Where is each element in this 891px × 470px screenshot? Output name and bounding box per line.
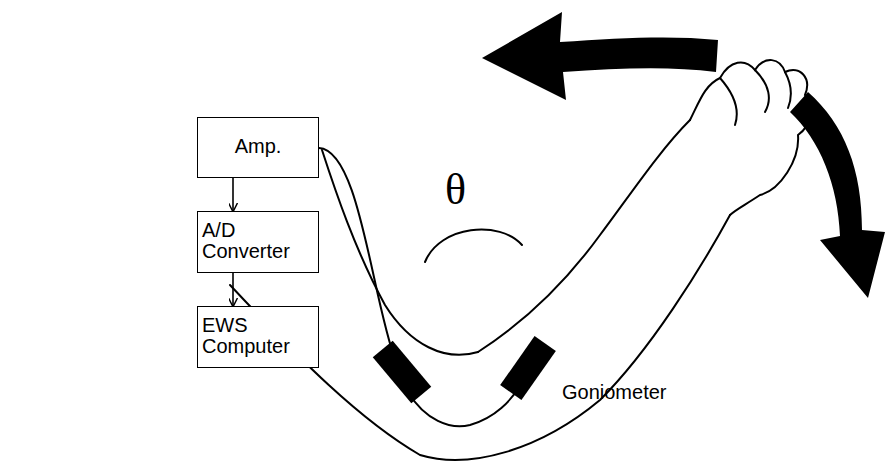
converter-box: A/D Converter [197, 211, 319, 273]
motion-arrow [482, 12, 885, 298]
goniometer-sensor [373, 336, 556, 403]
box-label: EWS Computer [202, 315, 314, 357]
signal-arrow [232, 273, 234, 306]
box-label: A/D Converter [202, 220, 314, 262]
signal-arrow [232, 178, 234, 211]
amplifier-box: Amp. [197, 117, 319, 178]
computer-box: EWS Computer [197, 306, 319, 368]
part-name: Goniometer [562, 382, 667, 402]
angle-symbol: θ [445, 168, 466, 212]
box-label: Amp. [202, 136, 314, 157]
